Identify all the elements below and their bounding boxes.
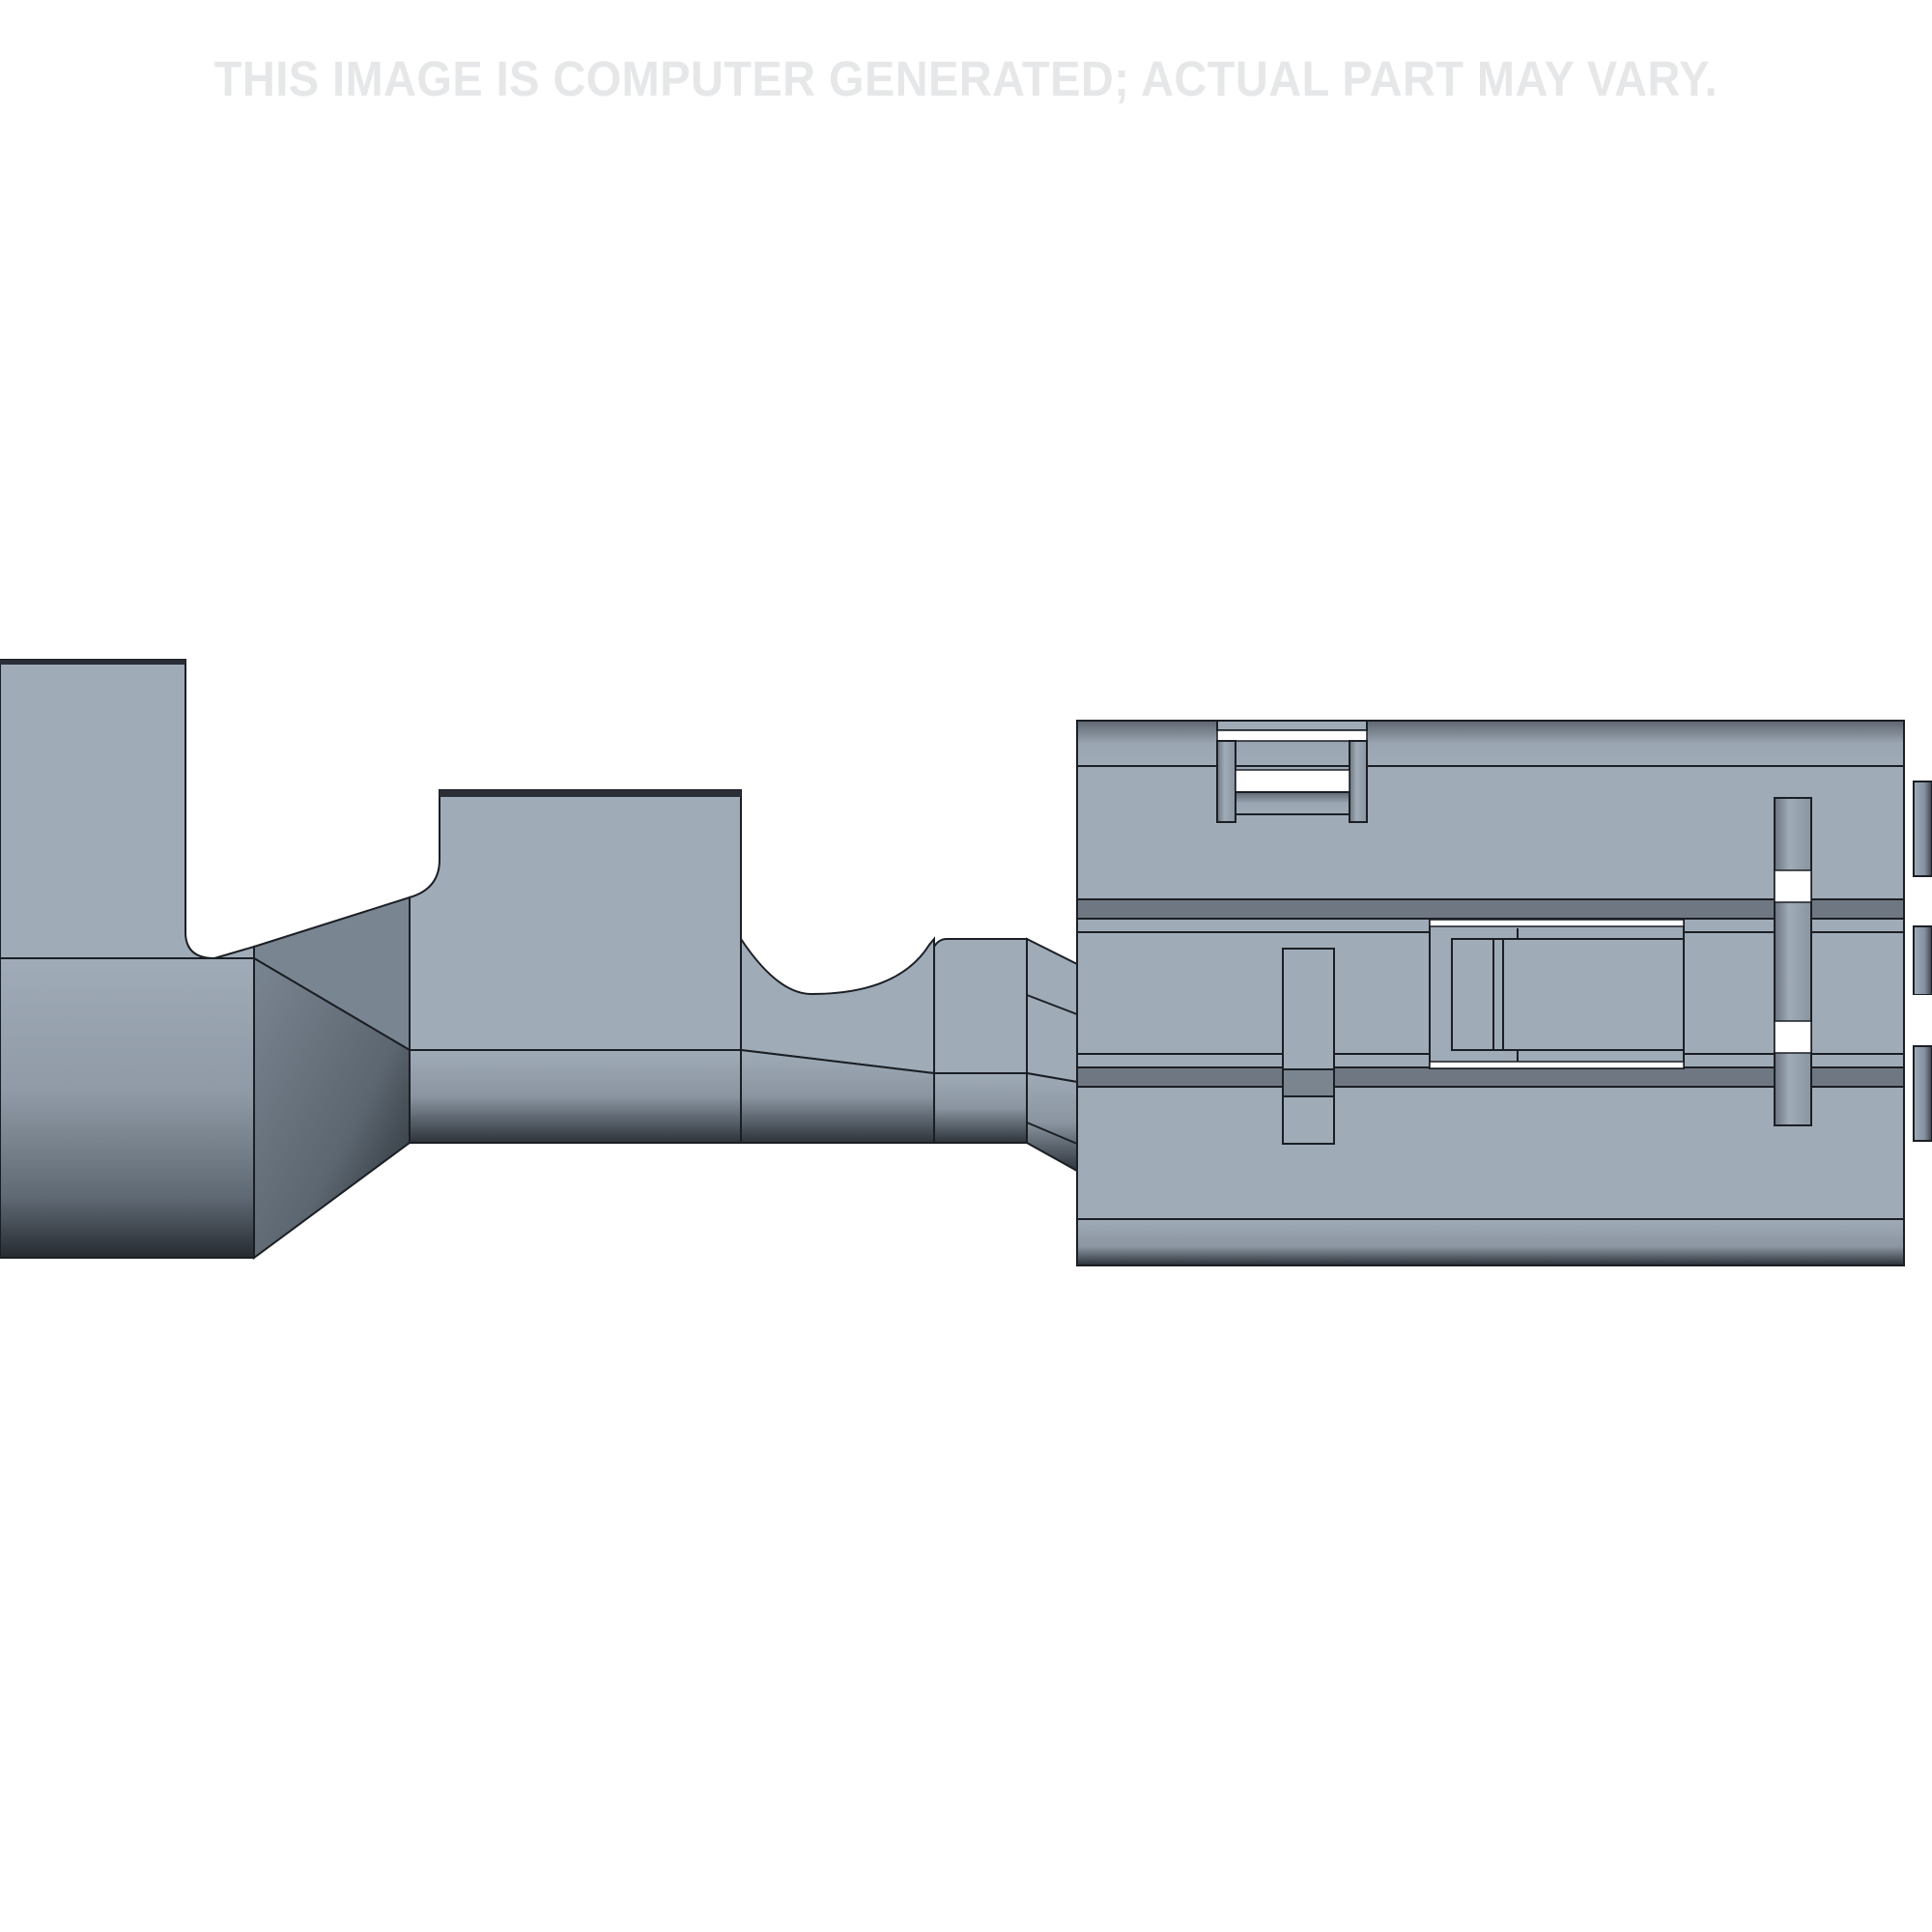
top-flange	[1076, 720, 1905, 767]
taper-section	[1026, 937, 1078, 1173]
insulation-wing	[0, 659, 255, 960]
contact-window	[1429, 919, 1685, 1069]
insulation-crimp-section	[0, 659, 255, 1259]
conductor-barrel	[409, 1049, 742, 1144]
locating-rib	[1282, 948, 1335, 1145]
conductor-crimp-section	[409, 789, 742, 1144]
end-tabs	[1903, 721, 1932, 1265]
neck-section	[933, 938, 1028, 1144]
retention-slot	[1774, 797, 1812, 1126]
insulation-barrel	[0, 957, 255, 1259]
conductor-wing	[409, 789, 742, 1051]
transition-section	[253, 895, 411, 1260]
contact-box	[1076, 720, 1905, 1266]
bellmouth-section	[740, 935, 935, 1144]
latch	[1216, 720, 1368, 823]
disclaimer-watermark: THIS IMAGE IS COMPUTER GENERATED; ACTUAL…	[213, 51, 1719, 106]
bottom-flange	[1076, 1218, 1905, 1266]
